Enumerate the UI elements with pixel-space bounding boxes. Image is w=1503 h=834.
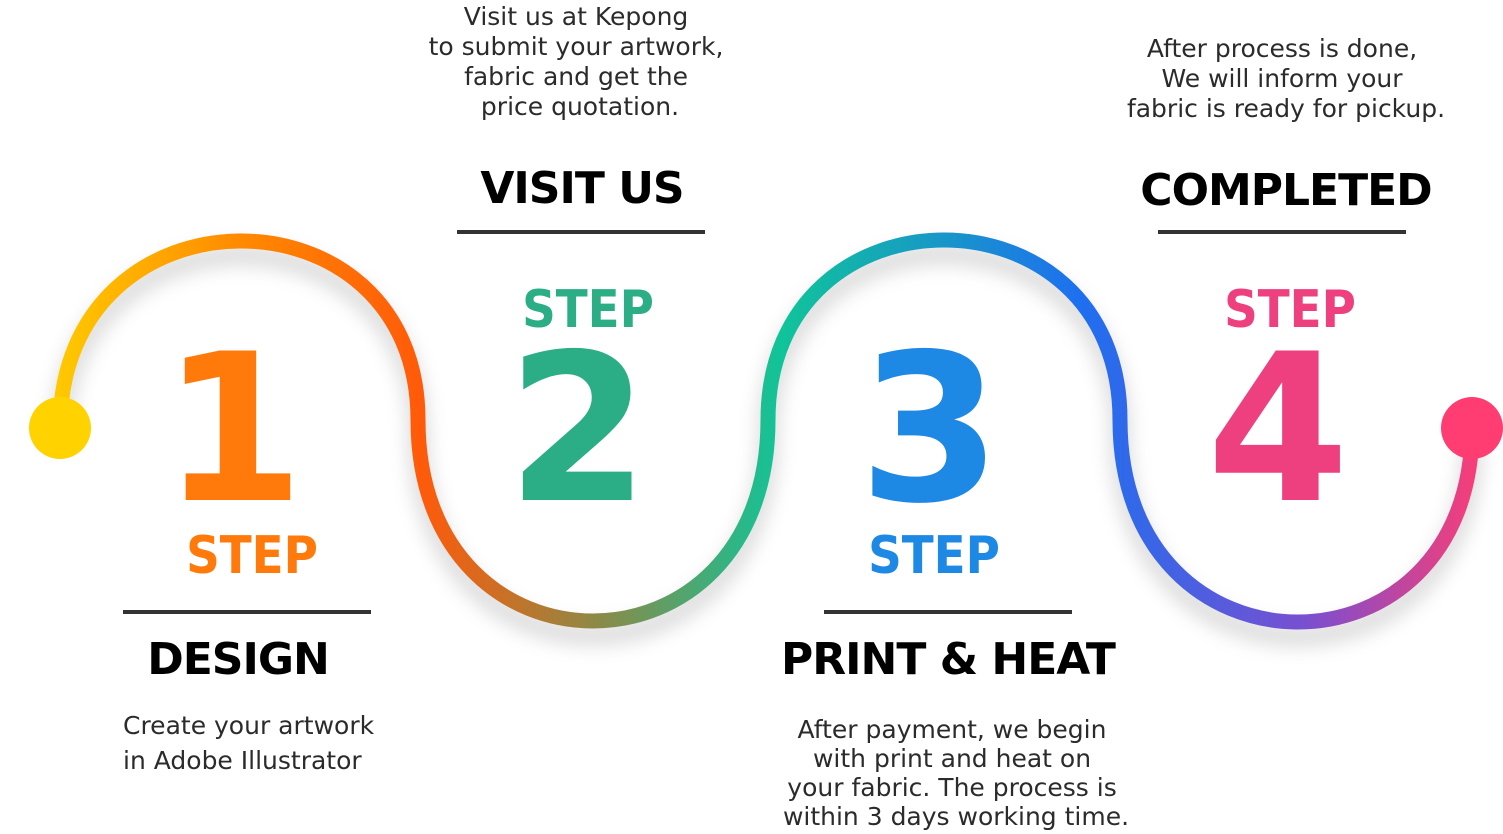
step-1-title: DESIGN <box>147 634 329 685</box>
wave-path <box>52 232 1480 630</box>
step-4-description: After process is done, We will inform yo… <box>1127 34 1445 123</box>
step-2-description: Visit us at Kepong to submit your artwor… <box>429 2 732 121</box>
step-2: Visit us at Kepong to submit your artwor… <box>429 2 732 549</box>
step-2-title: VISIT US <box>480 163 683 214</box>
start-dot <box>29 397 91 459</box>
step-2-divider <box>457 230 705 234</box>
step-3-description: After payment, we begin with print and h… <box>783 715 1129 831</box>
step-3-title: PRINT & HEAT <box>781 634 1116 685</box>
step-2-label: STEP <box>522 280 654 340</box>
step-4-title: COMPLETED <box>1140 165 1431 216</box>
step-1-divider <box>123 610 371 614</box>
step-3-number: 3 <box>859 311 1002 549</box>
step-4: After process is done, We will inform yo… <box>1127 34 1445 549</box>
step-4-number: 4 <box>1207 311 1350 549</box>
step-3-label: STEP <box>868 526 1000 586</box>
step-2-number: 2 <box>507 311 650 549</box>
step-1: 1 STEP DESIGN Create your artwork in Ado… <box>123 311 382 775</box>
step-3: 3 STEP PRINT & HEAT After payment, we be… <box>781 311 1129 831</box>
step-1-number: 1 <box>162 311 305 549</box>
step-3-divider <box>824 610 1072 614</box>
end-dot <box>1441 397 1503 459</box>
step-1-label: STEP <box>186 526 318 586</box>
step-4-label: STEP <box>1224 280 1356 340</box>
step-4-divider <box>1158 230 1406 234</box>
step-1-description: Create your artwork in Adobe Illustrator <box>123 711 382 775</box>
